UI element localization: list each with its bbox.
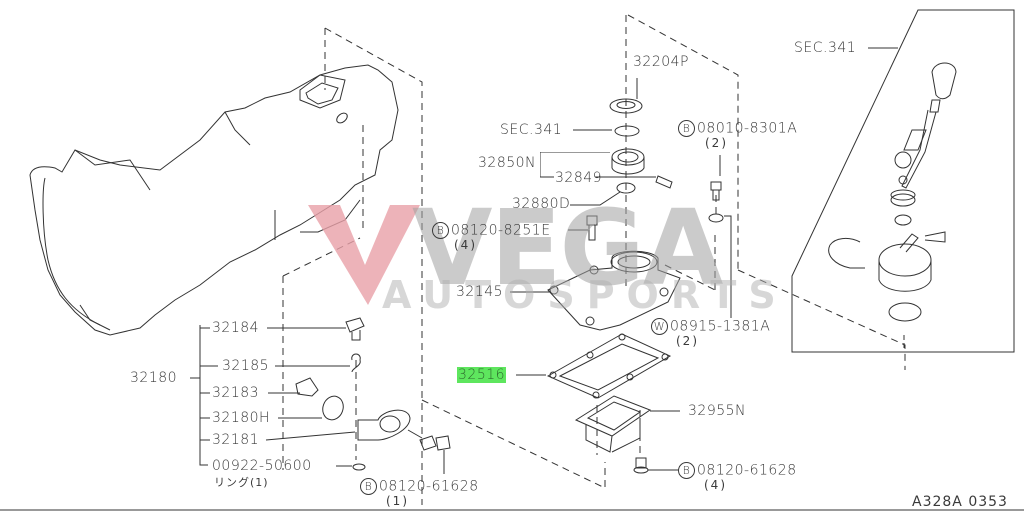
callout-32880D[interactable]: 32880D [512,196,571,212]
qty-08120-61628-lower: (4) [704,478,727,492]
callout-32145[interactable]: 32145 [456,284,504,300]
callout-32181[interactable]: 32181 [212,432,260,448]
qty-08915-1381A: (2) [676,334,699,348]
qty-08120-61628-left: (1) [386,494,409,508]
washer-type-w-icon: W [651,318,668,335]
callout-32516-highlighted[interactable]: 32516 [457,367,507,383]
part-number: 08120-61628 [379,478,479,495]
callout-sec341-shifter[interactable]: SEC.341 [794,40,857,56]
transmission-case-drawing [29,64,399,336]
shift-lever-drawing [828,62,957,350]
shift-rod-assembly-drawing [190,317,451,474]
shifter-section-box [791,9,1015,353]
highlighted-part-number: 32516 [457,367,507,383]
callout-32204P[interactable]: 32204P [633,54,689,70]
watermark-vega: VEGA [412,187,723,309]
bracket-32850N [540,152,610,178]
bolt-type-b-icon: B [360,478,377,495]
callout-32183[interactable]: 32183 [212,385,260,401]
callout-32180H[interactable]: 32180H [212,410,271,426]
center-parts-drawing [510,78,732,474]
callout-32849[interactable]: 32849 [555,170,603,186]
part-number: 08915-1381A [670,318,771,335]
part-number: 08120-61628 [697,462,797,479]
bolt-type-b-icon: B [432,222,449,239]
qty-08120-8251E: (4) [454,238,477,252]
part-number: 08120-8251E [451,222,551,239]
callout-32185[interactable]: 32185 [222,358,270,374]
callout-32180[interactable]: 32180 [130,370,178,386]
callout-sec341-center[interactable]: SEC.341 [500,122,563,138]
vega-logo-mark [308,205,420,305]
callout-00922-50600[interactable]: 00922-50600 [212,458,312,474]
diagram-code: A328A 0353 [912,494,1008,510]
callout-32184[interactable]: 32184 [212,320,260,336]
part-number: 08010-8301A [697,120,798,137]
bolt-type-b-icon: B [678,120,695,137]
watermark-autosports: AUTOSPORTS [382,273,788,317]
note-ring-qty: リング(1) [214,476,269,489]
callout-32850N[interactable]: 32850N [478,155,537,171]
qty-08010-8301A: (2) [705,136,728,150]
bolt-type-b-icon: B [678,462,695,479]
callout-32955N[interactable]: 32955N [688,403,747,419]
dashed-guide-left [282,27,606,505]
